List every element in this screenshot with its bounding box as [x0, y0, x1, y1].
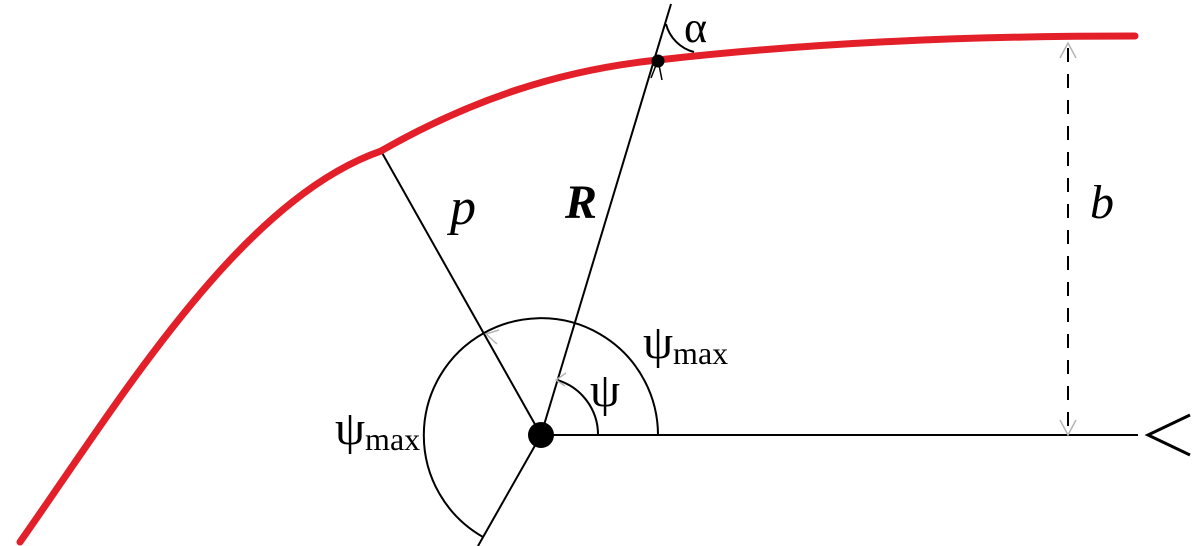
psi-label: ψ — [590, 364, 620, 417]
R-label: R — [564, 176, 597, 229]
p-label: p — [446, 179, 476, 236]
b-arrow-top-icon — [1059, 41, 1077, 59]
perpendicular-p-line — [380, 150, 542, 436]
lower-left-line — [477, 434, 542, 546]
b-arrow-bottom-icon — [1059, 419, 1077, 437]
psi-max-left-subscript: max — [365, 421, 420, 457]
psi-angle-arc — [556, 379, 600, 436]
psi-max-left-symbol: ψ — [335, 402, 365, 455]
psi-max-left-label: ψmax — [335, 402, 420, 457]
trajectory-curve — [16, 32, 1139, 546]
radius-vector-R — [540, 3, 672, 436]
psi-max-right-subscript: max — [673, 335, 728, 371]
psi-max-right-symbol: ψ — [643, 316, 673, 369]
b-label: b — [1090, 176, 1114, 229]
psi-max-right-arc — [483, 317, 659, 436]
alpha-label: α — [684, 3, 707, 52]
psi-max-arc-arrow-icon — [484, 329, 500, 345]
psi-max-left-arc — [422, 332, 485, 538]
center-point-dot — [528, 422, 554, 448]
axis-arrow-icon — [1144, 413, 1191, 457]
psi-max-right-label: ψmax — [643, 316, 728, 371]
trajectory-point-dot — [651, 54, 665, 68]
psi-arc-arrow-icon — [554, 372, 567, 387]
alpha-angle-arc — [665, 23, 695, 53]
